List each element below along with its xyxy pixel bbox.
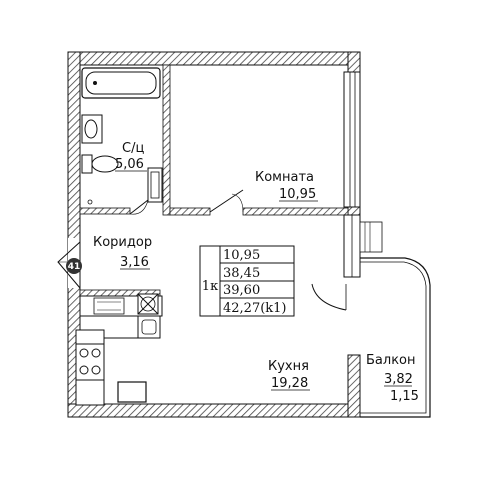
wall-right-lower xyxy=(347,354,361,418)
label-corridor: Коридор 3,16 xyxy=(93,235,152,270)
bathroom-area: 5,06 xyxy=(115,157,144,172)
label-room: Комната 10,95 xyxy=(255,170,318,202)
room-window xyxy=(343,71,361,208)
bathtub xyxy=(81,67,161,99)
total-with-coef-value: 42,27(k1) xyxy=(223,301,287,316)
apartment-type-label: 1к xyxy=(202,279,218,294)
total-area-value: 38,45 xyxy=(223,266,260,281)
entrance-badge: 41 xyxy=(66,258,82,274)
wall-top xyxy=(67,51,361,66)
balcony-name: Балкон xyxy=(366,353,416,368)
wall-room-kitchen-right xyxy=(242,207,349,216)
wall-room-kitchen xyxy=(169,207,211,216)
balcony-area: 3,82 xyxy=(384,372,413,387)
wall-bath-corridor xyxy=(79,207,131,215)
stove xyxy=(75,343,105,381)
sink-bath xyxy=(81,114,103,144)
label-balcony: Балкон 3,82 1,15 xyxy=(366,353,419,404)
summary-table: 1к 10,95 38,45 39,60 42,27(k1) xyxy=(199,245,295,317)
room-area: 10,95 xyxy=(279,187,316,202)
toilet xyxy=(81,154,119,174)
corridor-area: 3,16 xyxy=(120,255,149,270)
room-door xyxy=(209,189,244,213)
total-with-balcony-value: 39,60 xyxy=(223,283,260,298)
balcony-area-reduced: 1,15 xyxy=(390,389,419,404)
balcony-door-swing xyxy=(311,283,347,311)
label-bathroom: С/ц 5,06 xyxy=(115,141,147,172)
balcony-door xyxy=(343,214,383,278)
kitchen-area: 19,28 xyxy=(271,376,308,391)
wall-bottom xyxy=(67,403,361,418)
living-area-value: 10,95 xyxy=(223,248,260,263)
label-kitchen: Кухня 19,28 xyxy=(268,359,310,391)
corridor-name: Коридор xyxy=(93,235,152,250)
kitchen-sink xyxy=(137,315,161,339)
bathroom-name: С/ц xyxy=(122,141,144,156)
washing-machine xyxy=(147,167,163,203)
kitchen-name: Кухня xyxy=(268,359,309,374)
bathroom-door xyxy=(87,199,149,215)
room-name: Комната xyxy=(255,170,314,185)
kitchen-table xyxy=(117,381,147,403)
entrance-badge-label: 41 xyxy=(68,262,81,272)
wall-bath-room xyxy=(162,64,171,216)
balcony-outline xyxy=(360,257,431,418)
boiler xyxy=(137,293,159,315)
